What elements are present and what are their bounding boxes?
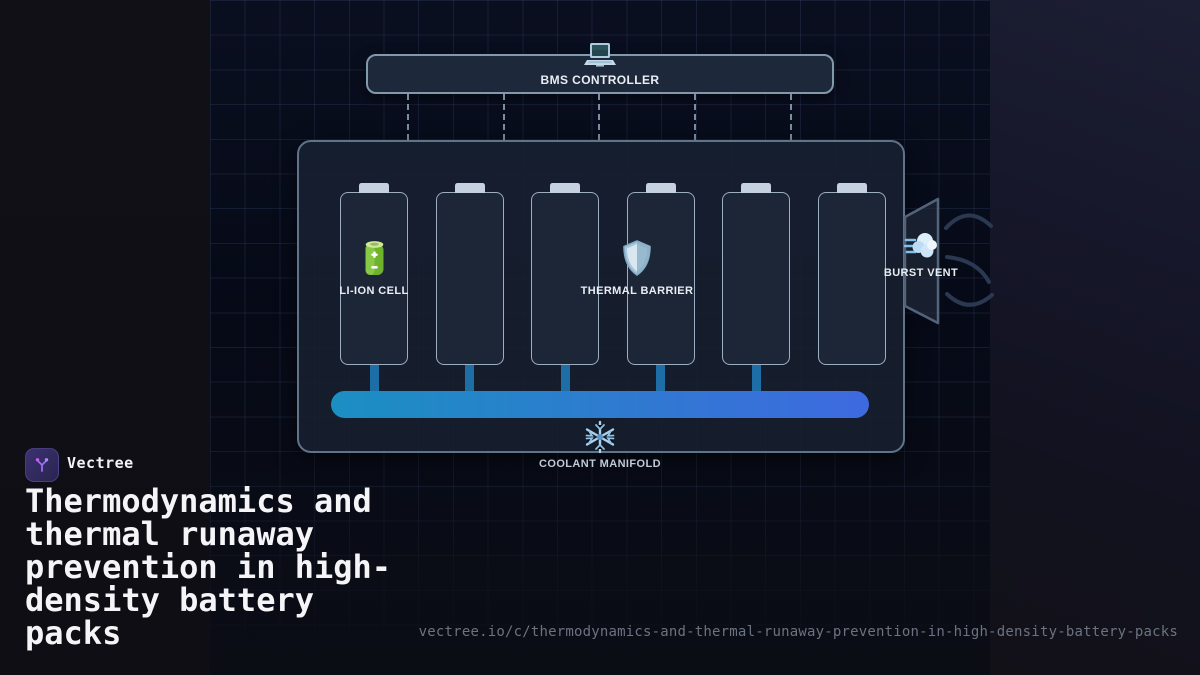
battery-cell-cap xyxy=(454,183,485,193)
battery-cell-cap xyxy=(645,183,676,193)
coolant-connector xyxy=(751,365,761,392)
battery-cell xyxy=(531,183,599,365)
left-background-strip xyxy=(0,0,210,675)
vectree-logo-icon xyxy=(35,458,49,472)
battery-icon xyxy=(365,241,384,275)
bms-bus-line xyxy=(598,94,600,140)
page-title: Thermodynamics and thermal runaway preve… xyxy=(25,482,392,652)
battery-cell xyxy=(817,183,886,365)
battery-cell xyxy=(626,183,695,365)
liion-cell-label: LI-ION CELL xyxy=(339,285,409,297)
vectree-logo xyxy=(25,448,59,482)
laptop-icon xyxy=(584,43,616,67)
bms-controller-node: BMS CONTROLLER xyxy=(366,54,834,94)
bms-bus-line xyxy=(693,94,696,140)
page-url[interactable]: vectree.io/c/thermodynamics-and-thermal-… xyxy=(418,624,1178,640)
wind-icon xyxy=(904,233,937,258)
coolant-connector xyxy=(369,365,379,392)
battery-cell-cap xyxy=(359,183,389,193)
coolant-manifold-label: COOLANT MANIFOLD xyxy=(539,458,661,470)
bms-controller-label: BMS CONTROLLER xyxy=(540,73,660,87)
battery-cell-cap xyxy=(550,183,580,193)
battery-cell-cap xyxy=(836,183,867,193)
battery-cell xyxy=(435,183,504,365)
coolant-connector xyxy=(465,365,475,392)
bms-bus-line xyxy=(502,94,505,140)
bms-bus-line xyxy=(789,94,792,140)
battery-cell-cap xyxy=(741,183,771,193)
bms-bus-line xyxy=(407,94,409,140)
snowflake-icon xyxy=(585,420,615,454)
thermal-barrier-label: THERMAL BARRIER xyxy=(580,285,694,297)
coolant-connector xyxy=(560,365,570,392)
right-background-strip xyxy=(990,0,1200,675)
burst-vent-shape xyxy=(903,197,994,325)
battery-cell xyxy=(340,183,408,365)
burst-vent-label: BURST VENT xyxy=(883,267,959,279)
coolant-connector xyxy=(656,365,666,392)
coolant-manifold-bar xyxy=(331,391,869,418)
brand-name: Vectree xyxy=(67,454,134,472)
shield-icon xyxy=(623,240,651,276)
battery-cell xyxy=(722,183,790,365)
